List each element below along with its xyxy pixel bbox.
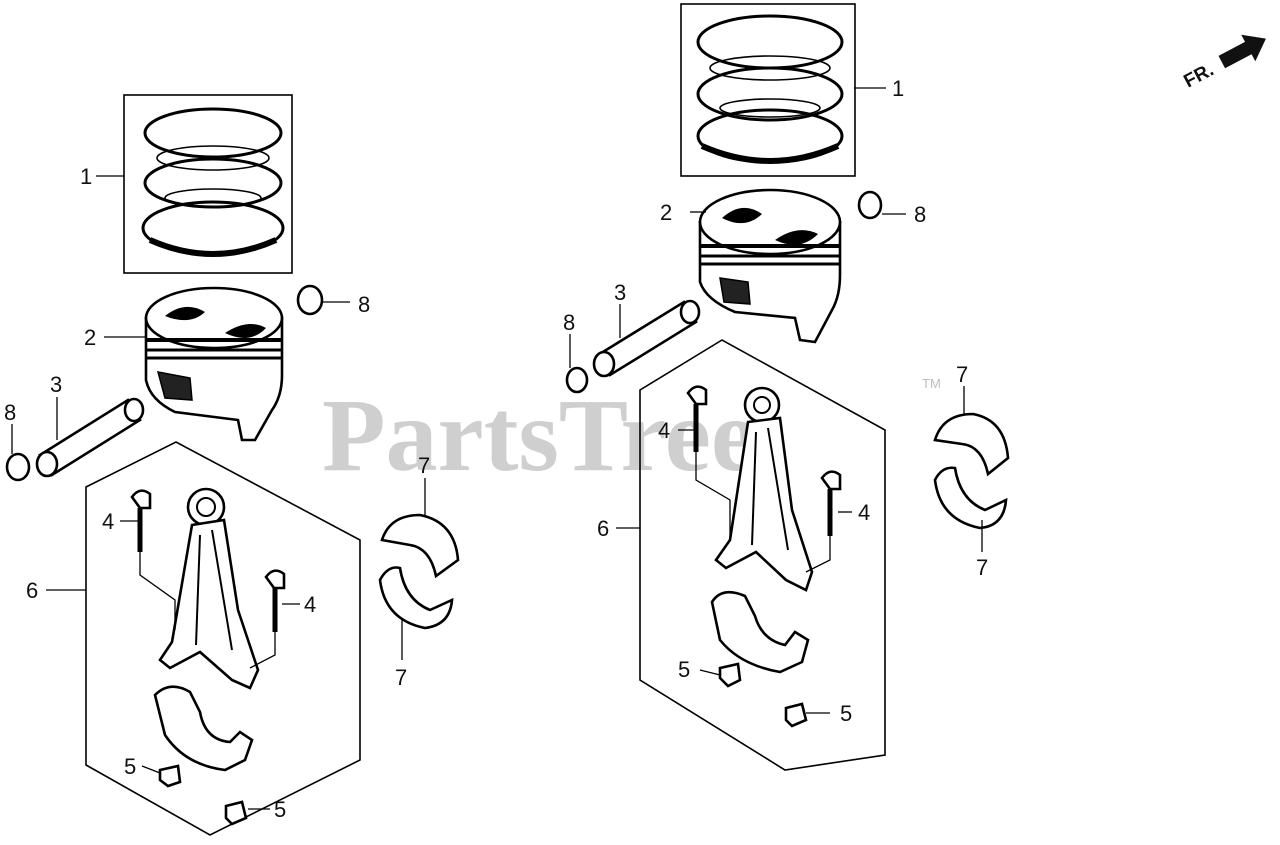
callout-label: 8 bbox=[563, 310, 575, 335]
left-connecting-rod-cap bbox=[153, 685, 254, 772]
left-rod-nut bbox=[158, 764, 182, 788]
left-rod-bolt bbox=[264, 569, 286, 632]
right-rod-bearing bbox=[933, 466, 1008, 530]
callout-label: 7 bbox=[418, 453, 430, 478]
callout-label: 8 bbox=[358, 292, 370, 317]
right-piston-pin-clip bbox=[565, 366, 589, 394]
right-rod-bolt bbox=[820, 470, 842, 536]
left-rod-nut bbox=[224, 800, 248, 826]
right-piston bbox=[698, 188, 842, 344]
callout-label: 6 bbox=[597, 516, 609, 541]
front-arrow-icon bbox=[1218, 34, 1266, 69]
callout-label: 4 bbox=[658, 418, 670, 443]
right-piston-ring-set bbox=[696, 14, 844, 164]
right-rod-bolt bbox=[686, 385, 708, 452]
right-piston-ring-set-frame bbox=[680, 3, 856, 177]
left-piston-ring-set bbox=[141, 107, 285, 257]
watermark-text: PartsTree bbox=[322, 378, 757, 493]
left-piston bbox=[144, 286, 284, 442]
callout-labels: 1 2 3 8 8 4 4 6 7 7 5 5 1 2 8 3 8 4 4 6 … bbox=[4, 76, 988, 822]
callout-label: 4 bbox=[102, 509, 114, 534]
callout-label: 4 bbox=[858, 500, 870, 525]
left-rod-bearing bbox=[380, 513, 460, 579]
callout-label: 2 bbox=[84, 325, 96, 350]
callout-label: 8 bbox=[4, 400, 16, 425]
callout-label: 6 bbox=[26, 578, 38, 603]
front-direction-indicator: FR. bbox=[1180, 34, 1266, 93]
callout-label: 3 bbox=[614, 280, 626, 305]
callout-label: 3 bbox=[50, 372, 62, 397]
left-rod-bearing bbox=[378, 566, 454, 630]
right-rod-nut bbox=[784, 702, 808, 728]
left-piston-pin-clip bbox=[296, 284, 324, 316]
callout-label: 7 bbox=[976, 555, 988, 580]
right-assembly bbox=[565, 3, 1010, 771]
left-piston-pin-clip bbox=[5, 452, 31, 482]
callout-label: 5 bbox=[274, 797, 286, 822]
callout-label: 5 bbox=[124, 754, 136, 779]
front-direction-label: FR. bbox=[1180, 60, 1217, 93]
right-rod-bearing bbox=[933, 412, 1010, 477]
callout-label: 4 bbox=[304, 592, 316, 617]
right-piston-pin-clip bbox=[857, 190, 883, 220]
right-rod-nut bbox=[718, 662, 742, 688]
callout-label: 8 bbox=[914, 202, 926, 227]
callout-label: 5 bbox=[840, 701, 852, 726]
left-piston-ring-set-frame bbox=[123, 94, 293, 274]
callout-label: 2 bbox=[660, 200, 672, 225]
left-piston-pin bbox=[35, 397, 145, 478]
right-piston-pin bbox=[592, 299, 701, 378]
callout-label: 1 bbox=[80, 164, 92, 189]
left-rod-bolt bbox=[130, 489, 152, 552]
watermark-trademark: TM bbox=[922, 376, 941, 391]
right-connecting-rod-cap bbox=[710, 590, 810, 674]
left-connecting-rod bbox=[158, 487, 260, 690]
left-assembly bbox=[5, 94, 460, 836]
callout-label: 1 bbox=[892, 76, 904, 101]
right-connecting-rod bbox=[714, 386, 814, 592]
left-connecting-rod-frame bbox=[85, 441, 361, 836]
callout-label: 7 bbox=[956, 362, 968, 387]
right-connecting-rod-frame bbox=[639, 339, 886, 771]
callout-label: 5 bbox=[678, 657, 690, 682]
callout-label: 7 bbox=[395, 665, 407, 690]
